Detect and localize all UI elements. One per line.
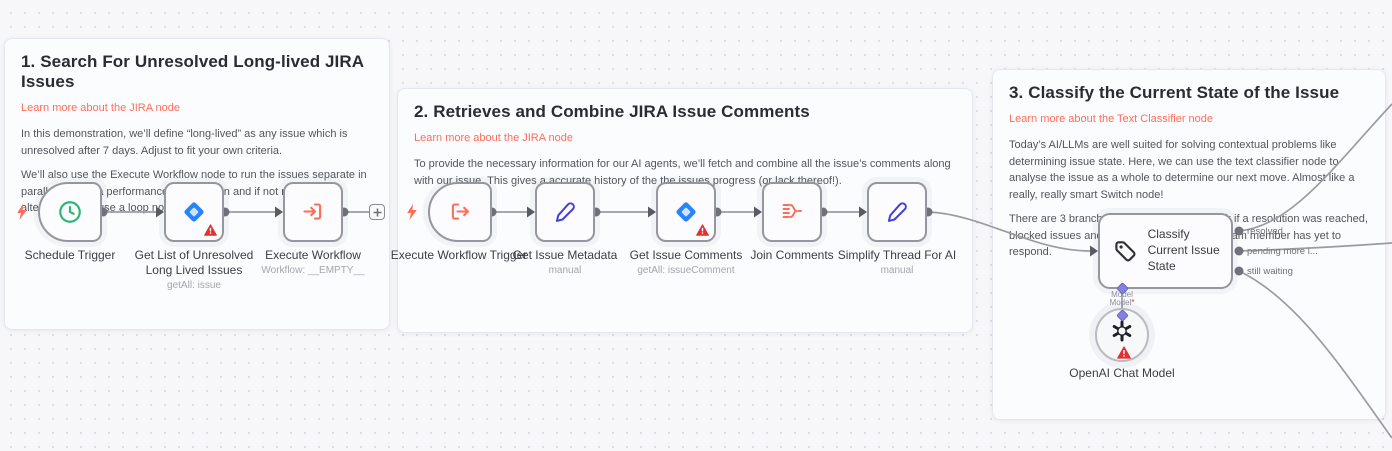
pencil-icon [555,202,575,222]
node-subtitle-get-issue-metadata: manual [548,265,582,276]
pencil-icon [887,202,907,222]
note1-learn-more-link[interactable]: Learn more about the JIRA node [21,102,180,114]
node-label-get-issue-metadata: Get Issue Metadata manual [485,248,645,278]
node-label-simplify-thread: Simplify Thread For AI manual [817,248,977,278]
node-join-comments[interactable] [762,182,822,242]
node-label-openai-chat-model: OpenAI Chat Model [1069,366,1175,380]
openai-logo-icon [1112,320,1132,342]
node-get-issue-comments[interactable] [656,182,716,242]
note1-paragraph-1: In this demonstration, we’ll define “lon… [21,128,348,157]
join-merge-icon [782,204,802,218]
warning-icon [204,224,217,236]
note3-title: 3. Classify the Current State of the Iss… [1009,83,1340,102]
node-subtitle-get-issue-comments: getAll: issueComment [637,265,735,276]
note2-learn-more-link[interactable]: Learn more about the JIRA node [414,132,573,144]
jira-icon [184,202,204,222]
required-asterisk: * [1131,298,1135,308]
node-subtitle-get-list: getAll: issue [167,280,221,291]
note3-learn-more-link[interactable]: Learn more about the Text Classifier nod… [1009,113,1214,125]
classify-node-title: Classify Current Issue State [1147,227,1220,273]
node-get-list-of-unresolved-issues[interactable] [164,182,224,242]
jira-icon [676,202,696,222]
tag-classifier-icon [1115,240,1136,261]
execute-workflow-trigger-icon [451,203,470,220]
node-subtitle-simplify-thread: manual [880,265,914,276]
node-execute-workflow[interactable] [283,182,343,242]
note2-paragraph-1: To provide the necessary information for… [414,158,951,187]
warning-icon [696,224,709,236]
node-label-execute-workflow-trigger: Execute Workflow Trigger [390,248,528,262]
note3-paragraph-1: Today’s AI/LLMs are well suited for solv… [1009,139,1355,201]
node-simplify-thread-for-ai[interactable] [867,182,927,242]
trigger-bolt-icon [407,204,417,220]
node-label-execute-workflow: Execute Workflow Workflow: __EMPTY__ [233,248,393,278]
node-get-issue-metadata[interactable] [535,182,595,242]
node-subtitle-execute-workflow: Workflow: __EMPTY__ [261,265,365,276]
plus-icon [373,208,381,216]
warning-icon [1117,346,1131,359]
classify-output-pending: pending more i... [1247,246,1318,257]
note2-title: 2. Retrieves and Combine JIRA Issue Comm… [414,102,810,121]
node-label-join-comments: Join Comments [750,248,834,262]
clock-icon [59,201,81,223]
node-schedule-trigger[interactable] [38,182,102,242]
node-label-get-list: Get List of Unresolved Long Lived Issues… [124,248,264,293]
node-execute-workflow-trigger[interactable] [428,182,492,242]
classify-output-resolved: resolved [1247,226,1283,237]
node-label-get-issue-comments: Get Issue Comments getAll: issueComment [606,248,766,278]
trigger-bolt-icon [17,204,27,220]
add-node-plus-button[interactable] [369,204,385,220]
classify-output-still-waiting: still waiting [1247,266,1293,277]
node-classify-current-issue-state[interactable]: Classify Current Issue State [1098,213,1233,289]
execute-workflow-icon [303,203,322,220]
note1-title: 1. Search For Unresolved Long-lived JIRA… [21,52,364,91]
node-label-schedule-trigger: Schedule Trigger [24,248,116,262]
